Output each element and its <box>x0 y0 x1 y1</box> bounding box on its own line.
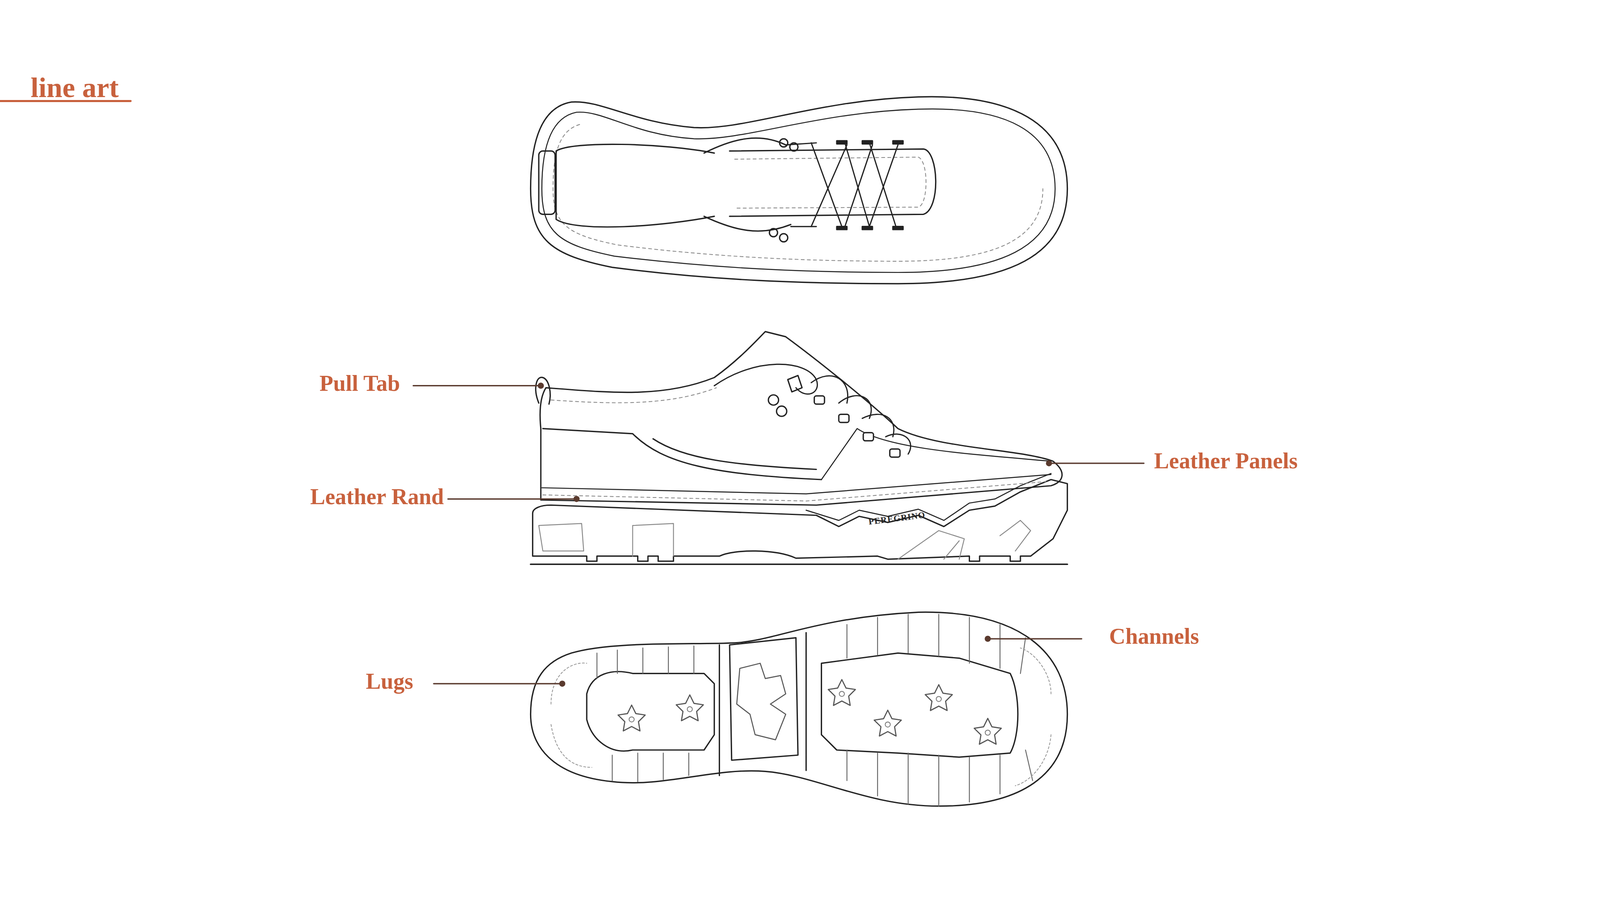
line-art-stroke <box>540 331 1063 505</box>
line-art-stroke <box>779 138 788 148</box>
line-art-stroke <box>537 382 545 389</box>
line-art-stroke <box>768 395 779 405</box>
line-art-stroke <box>1050 462 1144 464</box>
line-art-stroke <box>433 682 561 685</box>
line-art-stroke <box>538 523 674 556</box>
page-title: line art <box>30 73 119 103</box>
line-art-stroke <box>785 142 817 227</box>
line-art-stroke <box>838 414 849 423</box>
sole-view <box>530 612 1068 806</box>
line-art-stroke <box>890 449 900 458</box>
part-label: Leather Panels <box>1154 450 1298 473</box>
line-art-stroke <box>897 520 1031 560</box>
line-art-stroke <box>814 395 900 458</box>
line-art-stroke <box>573 495 580 503</box>
line-art-stroke <box>769 228 778 238</box>
line-art-stroke <box>542 428 822 480</box>
line-art-stroke <box>541 108 1055 273</box>
part-label: Channels <box>1109 625 1200 648</box>
line-art-stroke <box>836 140 847 144</box>
line-art-stroke <box>974 718 1002 745</box>
line-art-stroke <box>990 637 1082 640</box>
leader-lines <box>413 385 1144 684</box>
line-art-stroke <box>776 406 787 417</box>
line-art-stroke <box>729 149 936 217</box>
line-art-stroke <box>925 684 953 711</box>
line-art-stroke <box>779 233 788 243</box>
line-art-stroke <box>550 662 592 768</box>
line-art-stroke <box>530 96 1068 284</box>
line-art-stroke <box>530 612 1068 806</box>
top-view <box>530 96 1068 284</box>
line-art-stroke <box>862 140 873 144</box>
line-art-stroke <box>552 124 1043 262</box>
line-art-stroke <box>874 710 902 736</box>
part-label: Lugs <box>365 670 414 693</box>
line-art-stroke <box>676 695 704 721</box>
line-art-stroke <box>559 680 566 687</box>
line-art-stroke <box>714 364 911 455</box>
line-art-stroke <box>1015 647 1052 786</box>
part-label: Leather Rand <box>310 485 444 509</box>
line-art-stroke <box>892 140 903 144</box>
line-art-stroke <box>538 150 555 215</box>
line-art-stroke <box>612 752 689 782</box>
line-art-stroke <box>532 479 1068 562</box>
line-art-stroke <box>736 663 786 740</box>
line-art-stroke <box>836 140 903 230</box>
part-label: Pull Tab <box>319 372 400 395</box>
line-art-stroke <box>892 226 903 230</box>
line-art-stroke <box>847 750 1033 807</box>
line-art-stroke <box>597 645 695 679</box>
line-art-stroke <box>530 563 1068 565</box>
line-art-stroke <box>556 144 715 227</box>
line-art-stroke <box>863 432 874 441</box>
line-art-stroke <box>447 498 575 500</box>
line-art-stroke <box>719 632 807 776</box>
line-art-stroke <box>862 226 873 230</box>
line-art-stroke <box>814 395 825 405</box>
line-art-stroke <box>785 142 898 227</box>
line-art-stroke <box>617 705 645 731</box>
line-art-stroke <box>828 679 856 706</box>
side-view <box>530 331 1068 565</box>
line-art-stroke <box>550 387 717 403</box>
line-art-stroke <box>984 635 991 643</box>
line-art-stroke <box>787 375 803 392</box>
brand-stamp: PEREGRINO <box>867 510 926 526</box>
leader-dots <box>537 382 1053 687</box>
line-art-stroke <box>535 377 551 405</box>
line-art-stroke <box>836 226 847 230</box>
line-art-stroke <box>821 652 1018 758</box>
line-art-stroke <box>1045 460 1053 467</box>
line-art-stroke <box>541 474 1051 495</box>
line-art-stroke <box>847 614 1026 674</box>
line-art-stroke <box>597 614 1033 806</box>
line-art-stroke <box>821 428 1051 480</box>
line-art-stroke <box>806 473 1052 521</box>
line-art-stroke <box>811 142 898 227</box>
line-art-stroke <box>586 671 715 751</box>
line-art-stroke <box>550 647 1051 786</box>
line-art-stroke <box>542 481 1046 502</box>
line-art-stroke <box>704 137 791 231</box>
line-art-stroke <box>413 385 538 387</box>
